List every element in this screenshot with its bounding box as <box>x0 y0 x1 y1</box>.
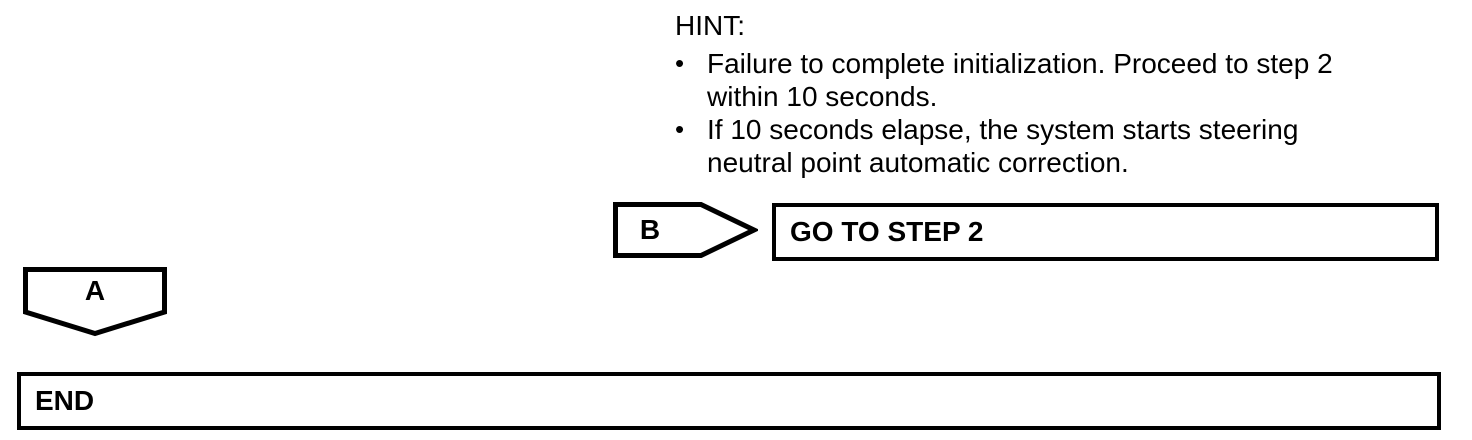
connector-b-label: B <box>639 214 661 245</box>
goto-step-box: GO TO STEP 2 <box>772 203 1439 261</box>
hint-list: • Failure to complete initialization. Pr… <box>675 47 1420 179</box>
end-box: END <box>17 372 1441 430</box>
hint-bullet-item: • Failure to complete initialization. Pr… <box>675 47 1420 113</box>
bullet-marker-icon: • <box>675 114 685 144</box>
end-label: END <box>35 385 95 416</box>
bullet-marker-icon: • <box>675 48 685 78</box>
hint-title: HINT: <box>675 10 745 41</box>
right-pentagon-icon <box>613 202 758 258</box>
down-pentagon-icon <box>23 267 167 337</box>
hint-bullet-text: Failure to complete initialization. Proc… <box>707 48 1333 112</box>
hint-bullet-item: • If 10 seconds elapse, the system start… <box>675 113 1420 179</box>
connector-a-label: A <box>84 275 106 306</box>
connector-b: B <box>613 202 758 258</box>
hint-block: HINT: • Failure to complete initializati… <box>675 8 1420 179</box>
hint-bullet-text: If 10 seconds elapse, the system starts … <box>707 114 1299 178</box>
connector-a: A <box>23 267 167 337</box>
goto-step-label: GO TO STEP 2 <box>790 216 984 247</box>
